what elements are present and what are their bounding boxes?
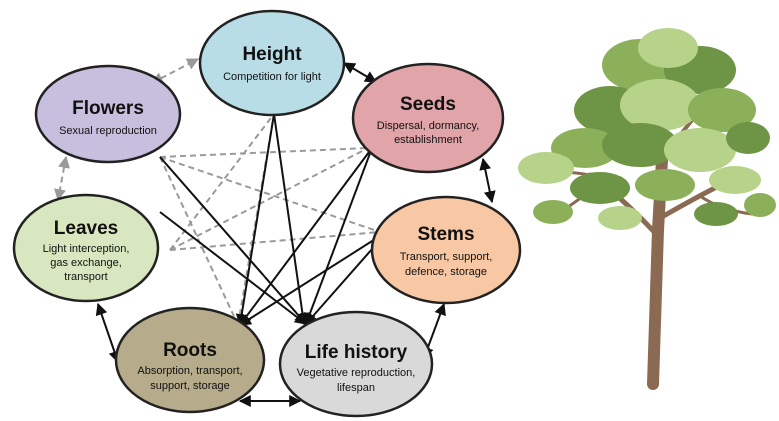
link-flowers-life-solid — [159, 156, 307, 325]
tree-illustration — [518, 28, 776, 390]
node-height-title: Height — [242, 44, 302, 65]
node-stems-desc-1: Transport, support, — [400, 251, 493, 263]
node-leaves-desc-2: gas exchange, — [50, 257, 122, 269]
link-height-life — [273, 113, 309, 326]
node-height-shape — [198, 9, 346, 117]
node-stems-desc-2: defence, storage — [405, 266, 487, 278]
node-roots-title: Roots — [163, 340, 217, 361]
link-seeds-life — [304, 147, 373, 326]
solid-connectors — [95, 62, 496, 407]
node-height-desc: Competition for light — [223, 71, 321, 83]
link-stems-roots — [238, 235, 381, 326]
link-height-roots — [235, 113, 275, 327]
dashed-link-leaves-seeds — [169, 147, 369, 251]
node-roots: Roots Absorption, transport, support, st… — [114, 306, 266, 414]
node-seeds-shape — [351, 62, 505, 174]
link-stems-life-2 — [305, 239, 381, 325]
link-seeds-roots — [239, 147, 373, 326]
node-leaves-title: Leaves — [54, 218, 118, 239]
node-roots-desc-1: Absorption, transport, — [137, 365, 242, 377]
link-height-seeds — [342, 62, 378, 83]
node-stems-title: Stems — [417, 224, 474, 245]
node-life-history-title: Life history — [305, 342, 408, 363]
dashed-link-flowers-seeds — [159, 147, 369, 158]
node-flowers-desc: Sexual reproduction — [59, 125, 157, 137]
node-stems-shape — [370, 195, 522, 305]
node-leaves: Leaves Light interception, gas exchange,… — [12, 193, 160, 303]
link-leaves-life — [159, 211, 307, 325]
node-leaves-shape — [12, 193, 160, 303]
node-seeds-desc-1: Dispersal, dormancy, — [377, 120, 480, 132]
link-seeds-stems — [479, 157, 496, 204]
node-leaves-desc-3: transport — [64, 271, 107, 283]
node-stems: Stems Transport, support, defence, stora… — [370, 195, 522, 305]
node-flowers-shape — [34, 64, 182, 164]
dashed-link-flowers-stems — [159, 156, 381, 233]
dashed-link-flowers-leaves — [54, 155, 70, 202]
node-life-history-desc-1: Vegetative reproduction, — [297, 367, 416, 379]
node-seeds-title: Seeds — [400, 94, 456, 115]
node-life-history-desc-2: lifespan — [337, 382, 375, 394]
node-seeds: Seeds Dispersal, dormancy, establishment — [351, 62, 505, 174]
node-roots-desc-2: support, storage — [150, 380, 230, 392]
dashed-link-roots-height — [237, 113, 275, 326]
node-leaves-desc-1: Light interception, — [43, 243, 130, 255]
tree-foliage — [518, 28, 776, 230]
node-roots-shape — [114, 306, 266, 414]
node-seeds-desc-2: establishment — [394, 134, 462, 146]
link-leaves-roots — [95, 302, 121, 364]
node-life-history: Life history Vegetative reproduction, li… — [278, 310, 434, 418]
node-flowers-title: Flowers — [72, 98, 144, 119]
dashed-link-leaves-height — [169, 113, 275, 251]
node-flowers: Flowers Sexual reproduction — [34, 64, 182, 164]
dashed-link-flowers-height — [150, 58, 200, 84]
node-life-history-shape — [278, 310, 434, 418]
node-height: Height Competition for light — [198, 9, 346, 117]
